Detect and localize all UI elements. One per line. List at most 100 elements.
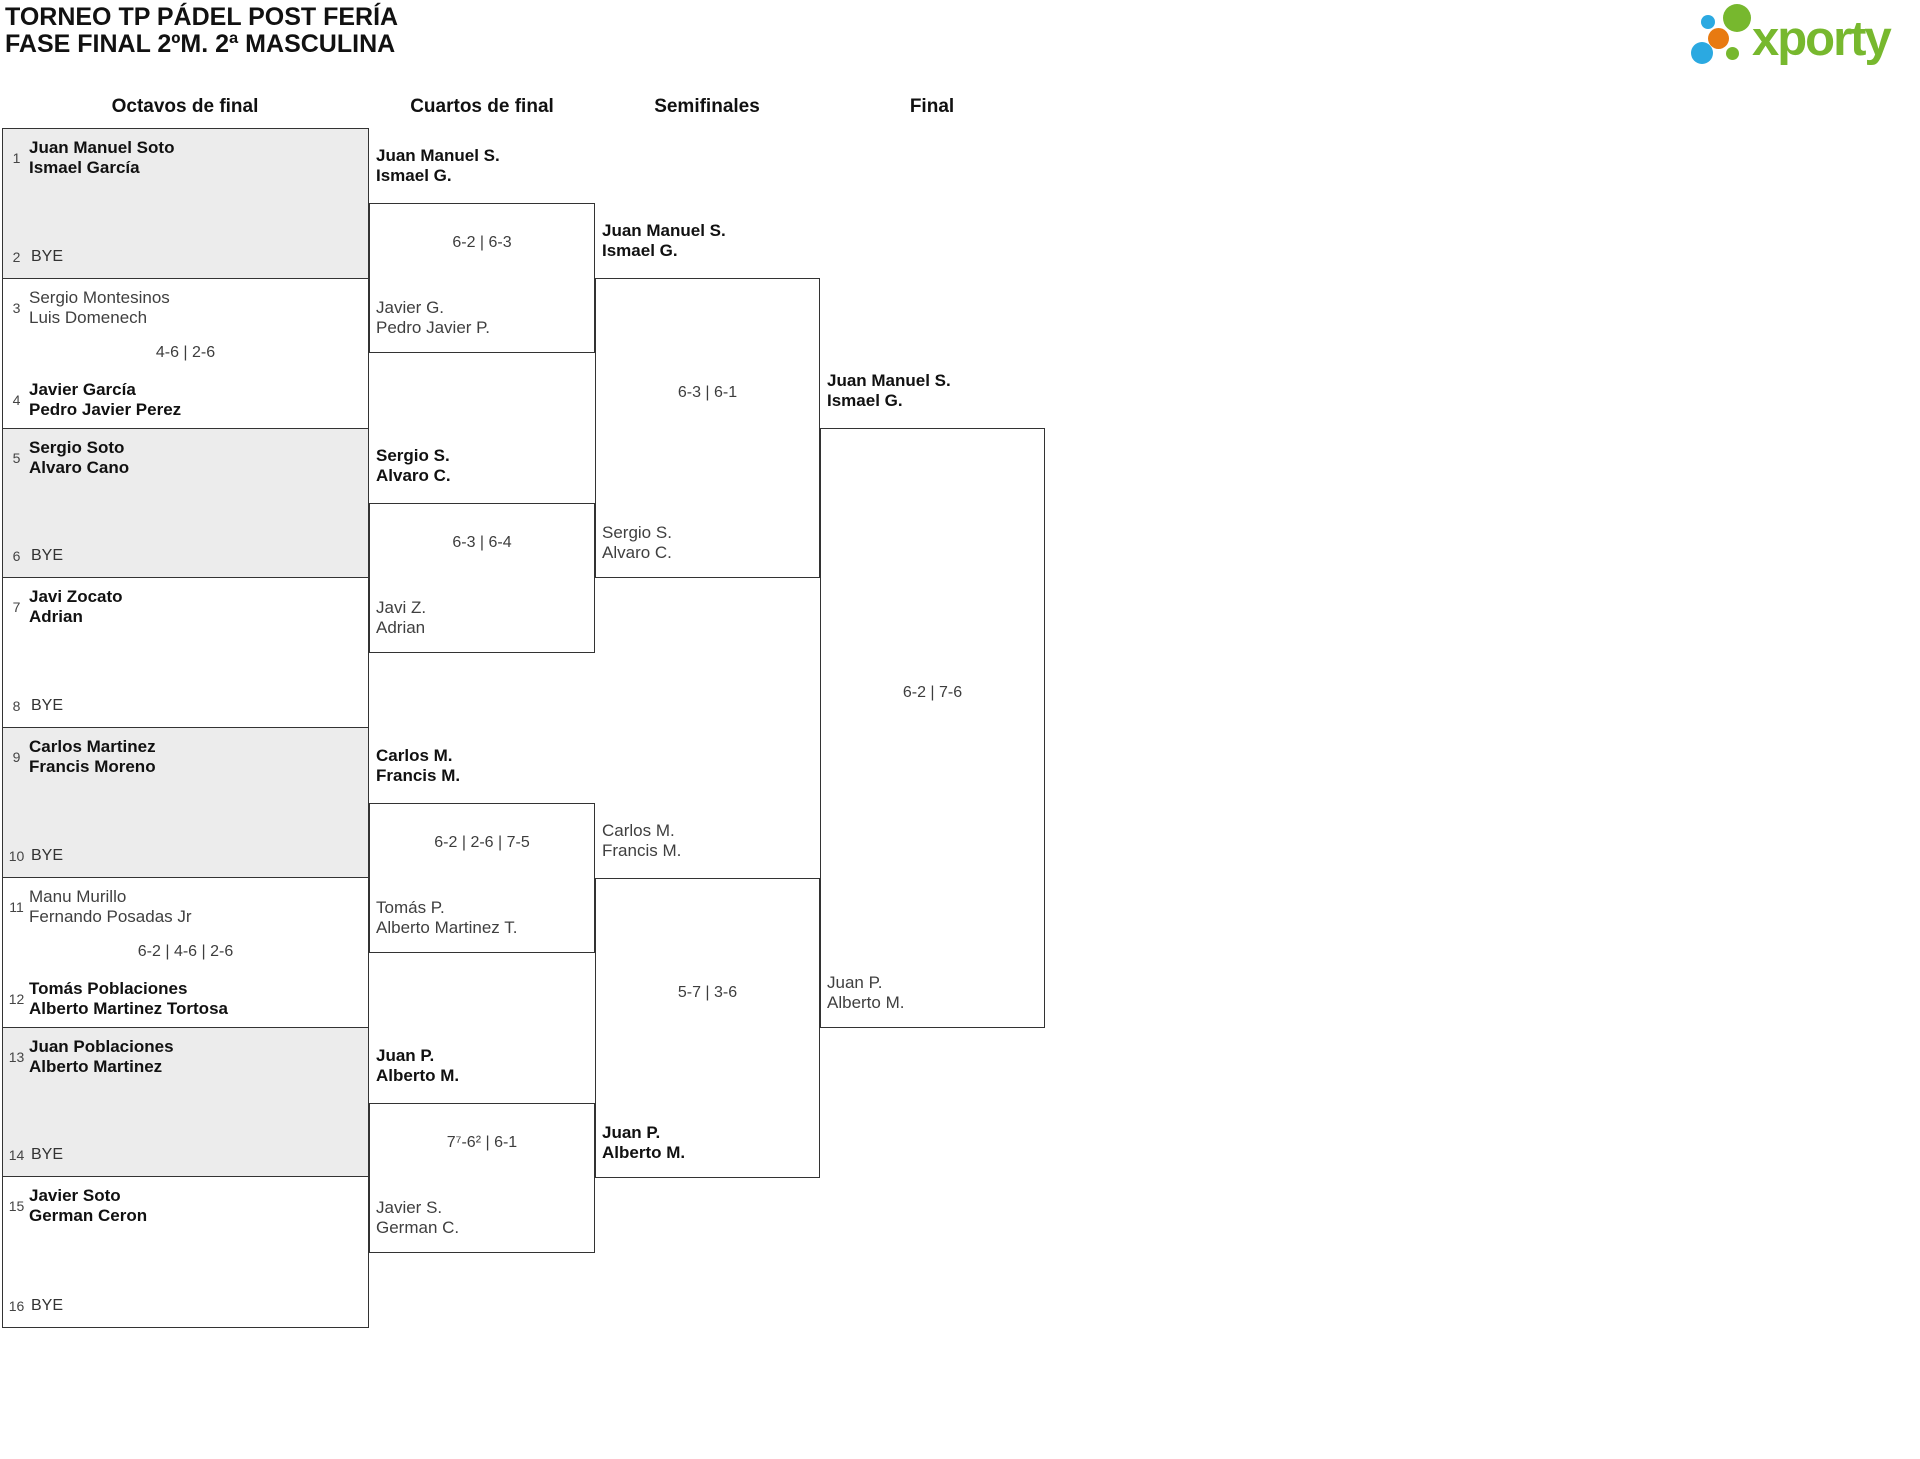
seed-number: 6 [12,548,21,565]
player-name: Juan Manuel Soto [29,138,175,157]
match-score: 7⁷-6² | 6-1 [446,1134,518,1151]
player-name: German C. [376,1218,460,1237]
player-name: Sergio S. [376,446,450,465]
team-name: Javi Zocato Adrian [29,587,123,627]
loser-team-label: Sergio S. Alvaro C. [602,523,672,563]
round-header-cuartos: Cuartos de final [410,96,554,117]
bye-label: BYE [31,247,64,265]
player-name: Carlos M. [602,821,675,840]
seed-number: 7 [12,599,21,616]
winner-team-label: Juan Manuel S. Ismael G. [602,221,726,261]
player-name: Javier Soto [29,1186,121,1206]
team-entry: 7 Javi Zocato Adrian [7,587,123,627]
loser-team-label: Javier S. German C. [376,1198,459,1238]
match-score: 6-2 | 4-6 | 2-6 [137,943,234,961]
player-name: Alvaro C. [376,466,451,485]
player-name: Adrian [376,618,426,637]
octavos-match-2: 3 Sergio Montesinos Luis Domenech 4-6 | … [3,278,368,429]
round-header-octavos: Octavos de final [111,96,259,117]
player-name: Ismael G. [602,241,678,260]
player-name: Manu Murillo [29,886,127,906]
winner-team-label: Juan P. Alberto M. [376,1046,459,1086]
octavos-match-5: 9 Carlos Martinez Francis Moreno 10 BYE [3,728,368,878]
match-score: 6-2 | 6-3 [452,234,512,251]
octavos-match-3: 5 Sergio Soto Alvaro Cano 6 BYE [3,428,368,579]
player-name: Ismael G. [827,391,903,410]
match-score: 6-2 | 7-6 [902,684,963,701]
loser-team-label: Carlos M. Francis M. [602,821,681,861]
bye-label: BYE [31,1297,64,1314]
team-name: Javier García Pedro Javier Perez [29,380,181,420]
match-score: 6-2 | 2-6 | 7-5 [434,834,530,851]
loser-team-label: Javier G. Pedro Javier P. [376,298,490,338]
team-entry: 6 BYE [7,547,63,565]
semifinal-match-1: Juan Manuel S. Ismael G. 6-3 | 6-1 Sergi… [595,221,820,578]
logo-dot-green-large [1723,4,1751,32]
player-name: Sergio S. [602,523,672,542]
match-score: 4-6 | 2-6 [155,344,216,362]
octavos-match-6: 11 Manu Murillo Fernando Posadas Jr 6-2 … [3,877,368,1028]
player-name: Alberto M. [602,1143,686,1162]
player-name: Juan P. [376,1046,435,1065]
winner-team-label: Carlos M. Francis M. [376,746,460,786]
player-name: Pedro Javier Perez [29,399,182,419]
logo-dot-orange [1708,28,1729,49]
tournament-name: TORNEO TP PÁDEL POST FERÍA [5,3,399,31]
match-score: 6-3 | 6-4 [452,534,512,551]
player-name: Adrian [29,607,83,627]
bye-label: BYE [31,846,64,864]
player-name: Alvaro C. [602,543,672,562]
player-name: Francis M. [376,766,461,785]
player-name: Tomás P. [376,898,445,917]
team-name: Sergio Montesinos Luis Domenech [29,288,170,328]
player-name: Luis Domenech [29,307,148,327]
player-name: Francis Moreno [29,757,156,776]
octavos-match-8: 15 Javier Soto German Ceron 16 BYE [3,1177,368,1327]
seed-number: 4 [12,391,21,408]
quarterfinal-match-1: Juan Manuel S. Ismael G. 6-2 | 6-3 Javie… [369,146,595,353]
seed-number: 10 [8,847,25,864]
seed-number: 15 [8,1198,25,1215]
player-name: Sergio Soto [29,437,125,457]
logo-dot-blue-large [1691,42,1713,64]
team-name: Javier Soto German Ceron [29,1186,147,1226]
logo-brand-text: xporty [1752,12,1892,66]
team-entry: 3 Sergio Montesinos Luis Domenech [7,288,170,328]
player-name: Alberto Martinez [29,1056,163,1076]
round-header-semifinales: Semifinales [654,96,760,117]
seed-number: 14 [8,1147,25,1164]
player-name: Juan Poblaciones [29,1036,174,1056]
team-entry: 5 Sergio Soto Alvaro Cano [7,438,130,478]
player-name: Javier García [29,379,136,399]
team-entry: 13 Juan Poblaciones Alberto Martinez [7,1037,174,1077]
bye-label: BYE [31,1146,64,1164]
bye-label: BYE [31,547,64,565]
quarterfinal-match-4: Juan P. Alberto M. 7⁷-6² | 6-1 Javier S.… [369,1046,595,1253]
final-match: Juan Manuel S. Ismael G. 6-2 | 7-6 Juan … [820,371,1045,1028]
team-name: Sergio Soto Alvaro Cano [29,438,129,478]
team-name: Carlos Martinez Francis Moreno [29,737,156,777]
seed-number: 16 [8,1298,25,1314]
quarterfinal-match-3: Carlos M. Francis M. 6-2 | 2-6 | 7-5 Tom… [369,746,595,953]
match-score: 5-7 | 3-6 [677,984,738,1001]
seed-number: 2 [12,248,21,265]
team-entry: 16 BYE [7,1297,63,1315]
player-name: Juan Manuel S. [827,371,951,390]
player-name: Carlos M. [376,746,453,765]
octavos-match-1: 1 Juan Manuel Soto Ismael García 2 BYE [3,129,368,279]
team-entry: 1 Juan Manuel Soto Ismael García [7,138,175,178]
logo-dot-blue-small [1701,15,1715,29]
tournament-phase: FASE FINAL 2ºM. 2ª MASCULINA [5,30,396,58]
semifinal-match-2: Carlos M. Francis M. 5-7 | 3-6 Juan P. A… [595,821,820,1178]
seed-number: 13 [8,1048,25,1065]
team-entry: 15 Javier Soto German Ceron [7,1186,147,1226]
player-name: Javier S. [376,1198,443,1217]
winner-team-label: Sergio S. Alvaro C. [376,446,451,486]
loser-team-label: Javi Z. Adrian [376,598,426,638]
player-name: Juan Manuel S. [602,221,726,240]
player-name: Juan P. [827,973,883,992]
team-name: Tomás Poblaciones Alberto Martinez Torto… [29,979,228,1019]
player-name: Francis M. [602,841,682,860]
player-name: Sergio Montesinos [29,287,170,307]
